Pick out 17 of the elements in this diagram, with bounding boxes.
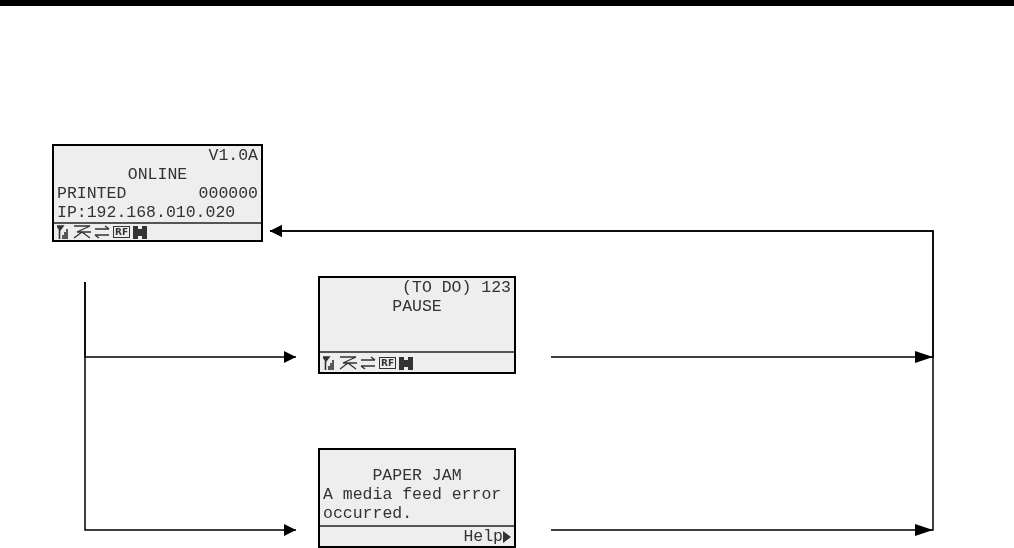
lcd-screen xyxy=(318,276,516,374)
arrow xyxy=(84,281,297,536)
display-text: IP:192.168.010.020 xyxy=(57,203,236,222)
rf-indicator: RF xyxy=(113,226,131,238)
lcd-screen xyxy=(52,144,263,242)
lcd-screen xyxy=(318,448,516,548)
display-text: A media feed error occurred. xyxy=(323,485,503,523)
display-text: PAUSE xyxy=(392,297,442,316)
display-text: V1.0A xyxy=(208,146,258,165)
display-text: PAPER JAM xyxy=(372,466,462,485)
rf-indicator: RF xyxy=(379,356,397,369)
display-text: (TO DO) 123 xyxy=(402,278,511,297)
help-text: Help xyxy=(463,527,503,546)
arrow xyxy=(269,225,934,536)
display-text: 000000 xyxy=(198,184,258,203)
display-text: ONLINE xyxy=(127,165,188,184)
display-text: PRINTED xyxy=(57,184,127,203)
